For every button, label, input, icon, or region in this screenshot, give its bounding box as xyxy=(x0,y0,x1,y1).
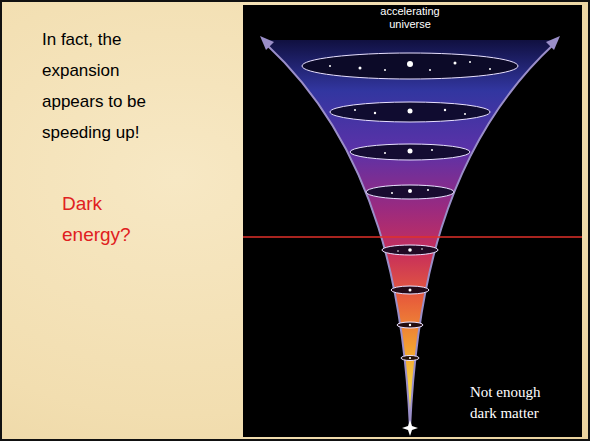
image-panel xyxy=(243,5,582,437)
expansion-curve xyxy=(266,44,410,428)
arrow-head xyxy=(260,36,274,50)
image-caption: Not enough dark matter xyxy=(470,382,570,424)
expansion-curve xyxy=(410,44,554,428)
question-text: Dark energy? xyxy=(62,188,144,250)
image-title: accelerating universe xyxy=(372,5,448,31)
big-bang-star xyxy=(402,420,418,436)
funnel xyxy=(262,40,558,428)
body-text: In fact, the expansion appears to be spe… xyxy=(42,24,162,148)
galaxy-dots xyxy=(329,61,491,359)
galaxy-slices xyxy=(302,53,518,361)
arrow-head xyxy=(546,36,560,50)
now-line xyxy=(243,236,582,238)
